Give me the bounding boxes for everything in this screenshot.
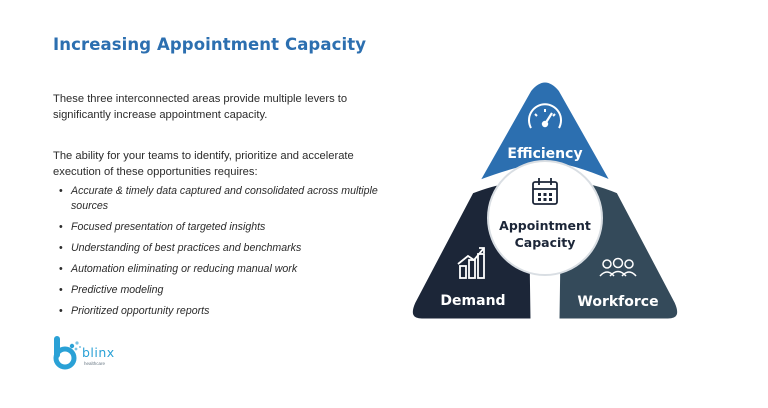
list-item: Understanding of best practices and benc… xyxy=(59,241,399,256)
brand-name: blinx xyxy=(82,345,115,360)
list-item: Predictive modeling xyxy=(59,283,399,298)
list-item: Prioritized opportunity reports xyxy=(59,304,399,319)
capacity-triangle-diagram: Efficiency Demand Workforce xyxy=(409,79,681,322)
requirements-lead: The ability for your teams to identify, … xyxy=(53,150,354,178)
segment-label-efficiency: Efficiency xyxy=(507,146,582,162)
blinx-logo xyxy=(53,336,81,370)
calendar-icon xyxy=(532,178,558,205)
list-item: Focused presentation of targeted insight… xyxy=(59,220,399,235)
segment-label-workforce: Workforce xyxy=(577,294,658,310)
page-title: Increasing Appointment Capacity xyxy=(53,35,367,54)
speedometer-icon xyxy=(528,103,562,129)
list-item: Accurate & timely data captured and cons… xyxy=(59,184,399,213)
team-icon xyxy=(599,257,637,277)
intro-text: These three interconnected areas provide… xyxy=(53,93,348,121)
center-label-line2: Capacity xyxy=(515,235,576,250)
segment-label-demand: Demand xyxy=(440,293,505,309)
center-hub: Appointment Capacity xyxy=(487,160,603,276)
brand-tagline: healthcare xyxy=(84,361,106,366)
requirements-list: Accurate & timely data captured and cons… xyxy=(59,184,399,325)
list-item: Automation eliminating or reducing manua… xyxy=(59,262,399,277)
bar-chart-icon xyxy=(457,247,485,279)
center-label-line1: Appointment xyxy=(499,218,591,233)
